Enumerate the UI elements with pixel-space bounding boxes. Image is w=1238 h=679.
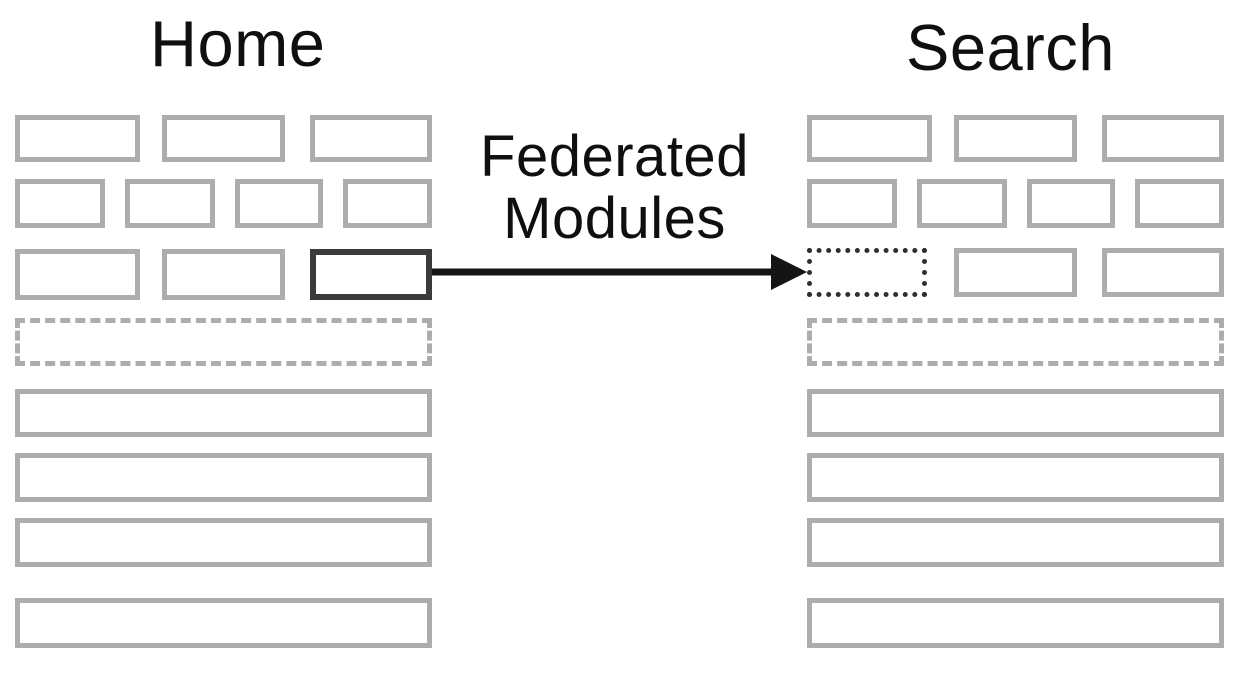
panel-title-home: Home — [150, 7, 326, 80]
home-box-r2-c1 — [15, 179, 105, 228]
home-box-r6-c1 — [15, 453, 432, 502]
home-box-r7-c1 — [15, 518, 432, 567]
home-box-r8-c1 — [15, 598, 432, 648]
panel-title-search: Search — [906, 11, 1115, 84]
search-box-r3-c3 — [1102, 248, 1224, 297]
home-federated-module — [310, 249, 432, 300]
home-box-r3-c2 — [162, 249, 285, 300]
search-box-r2-c1 — [807, 179, 897, 228]
arrow-head-icon — [771, 254, 807, 290]
home-box-r1-c2 — [162, 115, 285, 162]
home-box-r2-c2 — [125, 179, 215, 228]
home-box-r2-c4 — [343, 179, 432, 228]
search-dashed-placeholder — [807, 318, 1224, 366]
search-box-r6-c1 — [807, 453, 1224, 502]
search-box-r7-c1 — [807, 518, 1224, 567]
search-box-r2-c3 — [1027, 179, 1115, 228]
home-box-r5-c1 — [15, 389, 432, 437]
home-box-r1-c1 — [15, 115, 140, 162]
home-box-r3-c1 — [15, 249, 140, 300]
search-box-r1-c3 — [1102, 115, 1224, 162]
search-box-r5-c1 — [807, 389, 1224, 437]
search-box-r8-c1 — [807, 598, 1224, 648]
search-box-r1-c1 — [807, 115, 932, 162]
search-box-r1-c2 — [954, 115, 1077, 162]
federated-modules-label: Federated Modules — [480, 124, 749, 251]
search-box-r2-c4 — [1135, 179, 1224, 228]
home-box-r2-c3 — [235, 179, 323, 228]
search-federated-module-slot — [807, 248, 927, 297]
search-box-r2-c2 — [917, 179, 1007, 228]
home-box-r1-c3 — [310, 115, 432, 162]
home-dashed-placeholder — [15, 318, 432, 366]
search-box-r3-c2 — [954, 248, 1077, 297]
